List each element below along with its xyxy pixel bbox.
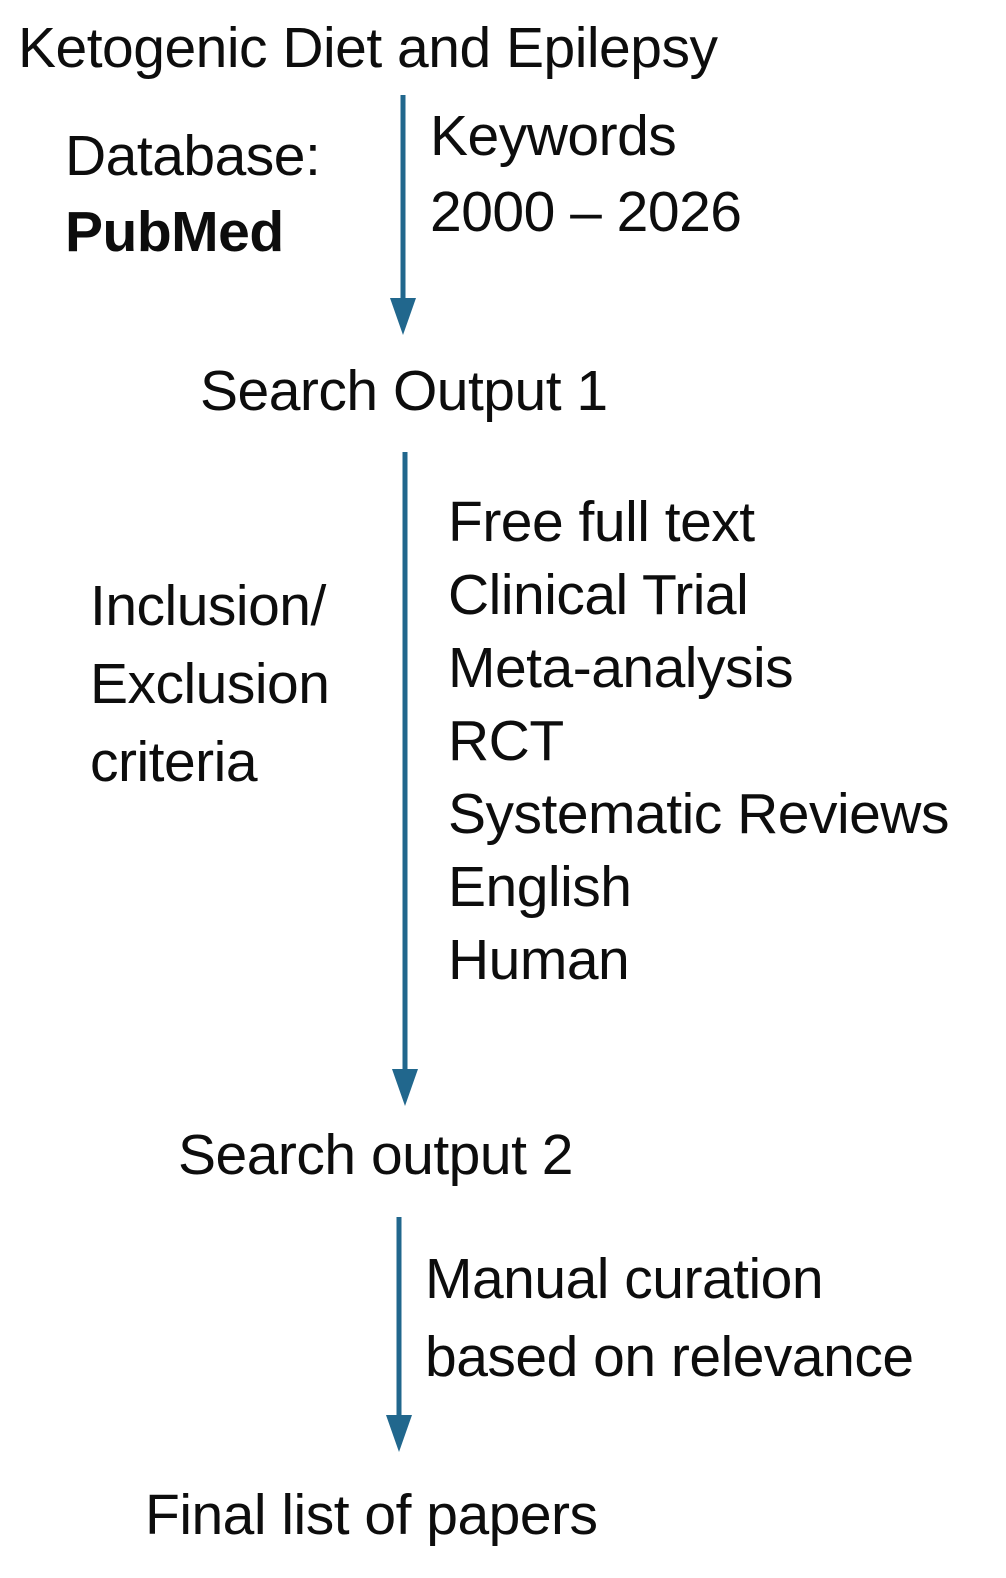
- keywords-years: 2000 – 2026: [430, 180, 742, 244]
- filter-item: Human: [448, 928, 630, 992]
- criteria-line-2: Exclusion: [90, 652, 330, 716]
- database-name: PubMed: [65, 200, 284, 264]
- filter-item: Meta-analysis: [448, 636, 794, 700]
- node-final-list: Final list of papers: [145, 1483, 598, 1547]
- criteria-line-3: criteria: [90, 730, 258, 794]
- node-search-output-1: Search Output 1: [200, 359, 608, 423]
- keywords-block: Keywords 2000 – 2026: [430, 98, 742, 250]
- arrow-shaft: [400, 95, 406, 302]
- filter-item: RCT: [448, 709, 564, 773]
- arrow-head-icon: [390, 298, 416, 335]
- arrow-shaft: [396, 1217, 402, 1419]
- arrow-head-icon: [386, 1415, 412, 1452]
- filters-list: Free full text Clinical Trial Meta-analy…: [448, 486, 949, 997]
- figure-title: Ketogenic Diet and Epilepsy: [18, 16, 718, 80]
- filter-item: Clinical Trial: [448, 563, 749, 627]
- arrow-head-icon: [392, 1069, 418, 1106]
- database-label: Database:: [65, 124, 321, 188]
- filter-item: Free full text: [448, 490, 755, 554]
- curation-block: Manual curation based on relevance: [425, 1240, 914, 1396]
- arrow-shaft: [402, 452, 408, 1073]
- keywords-label: Keywords: [430, 104, 677, 168]
- down-arrow-1: [390, 95, 416, 435]
- filter-item: Systematic Reviews: [448, 782, 949, 846]
- criteria-line-1: Inclusion/: [90, 574, 326, 638]
- node-search-output-2: Search output 2: [178, 1123, 573, 1187]
- curation-line-2: based on relevance: [425, 1325, 914, 1389]
- database-block: Database: PubMed: [65, 118, 321, 270]
- criteria-block: Inclusion/ Exclusion criteria: [90, 567, 330, 801]
- curation-line-1: Manual curation: [425, 1247, 824, 1311]
- down-arrow-2: [392, 452, 418, 1108]
- down-arrow-3: [386, 1217, 412, 1455]
- filter-item: English: [448, 855, 632, 919]
